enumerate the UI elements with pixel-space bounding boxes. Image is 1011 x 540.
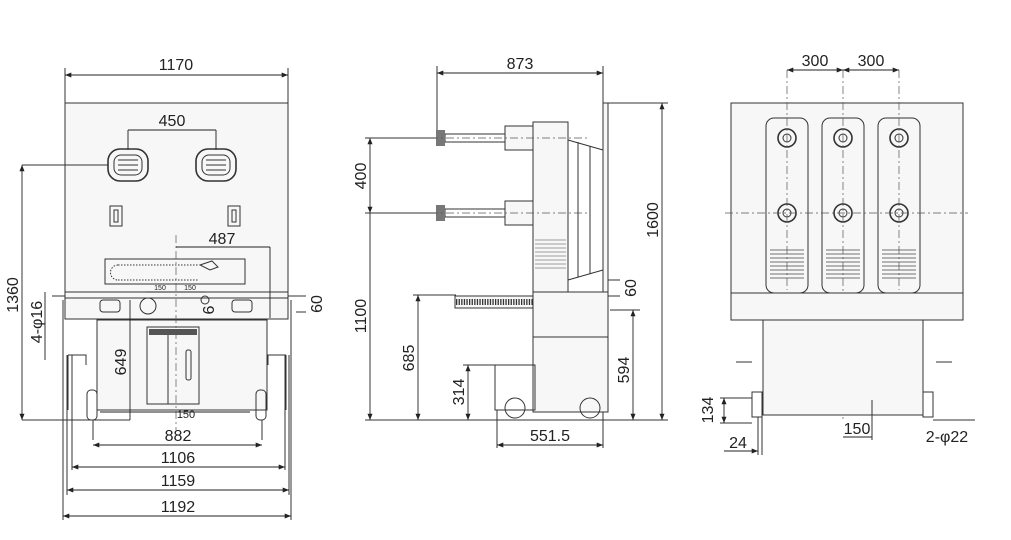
dim-649: 649 <box>113 349 130 376</box>
pole-column <box>532 121 569 293</box>
dim-487: 487 <box>209 231 236 248</box>
dim-300-right: 300 <box>858 53 885 70</box>
side-dimensions: 873 400 1100 685 314 1600 60 594 551.5 <box>353 56 668 448</box>
side-view <box>430 102 609 419</box>
mechanism-panel <box>146 326 200 405</box>
mount-left <box>751 391 763 418</box>
front-dimensions: 1170 450 487 150 150 1360 4-φ16 60 6 649… <box>5 57 326 520</box>
front-view <box>52 102 296 430</box>
dim-holes-2-phi22: 2-φ22 <box>926 429 969 446</box>
dim-holes-4-phi16: 4-φ16 <box>29 301 46 344</box>
dim-60-front: 60 <box>309 295 326 313</box>
dim-1192: 1192 <box>161 499 196 516</box>
dim-150-rear: 150 <box>844 421 871 438</box>
dim-1106: 1106 <box>161 450 196 467</box>
dim-6: 6 <box>201 305 218 314</box>
dim-450: 450 <box>159 113 186 130</box>
mount-right <box>922 391 934 418</box>
dim-24: 24 <box>729 435 747 452</box>
rear-truck-body <box>762 319 924 416</box>
wheel-side-right <box>579 397 601 419</box>
dim-882: 882 <box>165 428 192 445</box>
dim-60-side: 60 <box>623 279 640 297</box>
dim-314: 314 <box>451 379 468 406</box>
truck-frame-side <box>532 291 609 338</box>
dim-1170: 1170 <box>159 57 194 74</box>
dim-685: 685 <box>401 345 418 372</box>
dim-300-left: 300 <box>802 53 829 70</box>
dim-400: 400 <box>353 163 370 190</box>
dim-1159: 1159 <box>161 473 196 490</box>
rear-panel <box>730 102 964 294</box>
dim-1100: 1100 <box>353 299 370 334</box>
front-panel <box>64 102 289 293</box>
dim-551-5: 551.5 <box>530 428 570 445</box>
dim-1600: 1600 <box>645 202 662 238</box>
wheel-right <box>255 389 267 421</box>
rear-dimensions: 300 300 134 24 150 2-φ22 <box>700 53 975 455</box>
truck-body-side <box>532 336 609 413</box>
upper-contact-fingers <box>436 130 445 146</box>
dim-150-right: 150 <box>184 285 196 292</box>
dim-594: 594 <box>616 357 633 384</box>
dim-134: 134 <box>700 397 717 424</box>
wheel-left <box>86 389 98 421</box>
front-plate <box>602 102 609 294</box>
wheel-side-left <box>504 397 526 419</box>
lower-contact-fingers <box>436 205 445 221</box>
dim-873: 873 <box>507 56 534 73</box>
spring-window <box>104 258 246 285</box>
rear-view <box>725 70 968 420</box>
truck-frame <box>64 291 289 320</box>
dim-150-left: 150 <box>154 285 166 292</box>
dim-150-bottom: 150 <box>177 409 195 421</box>
rear-frame <box>730 292 964 321</box>
dim-1360: 1360 <box>5 277 22 313</box>
